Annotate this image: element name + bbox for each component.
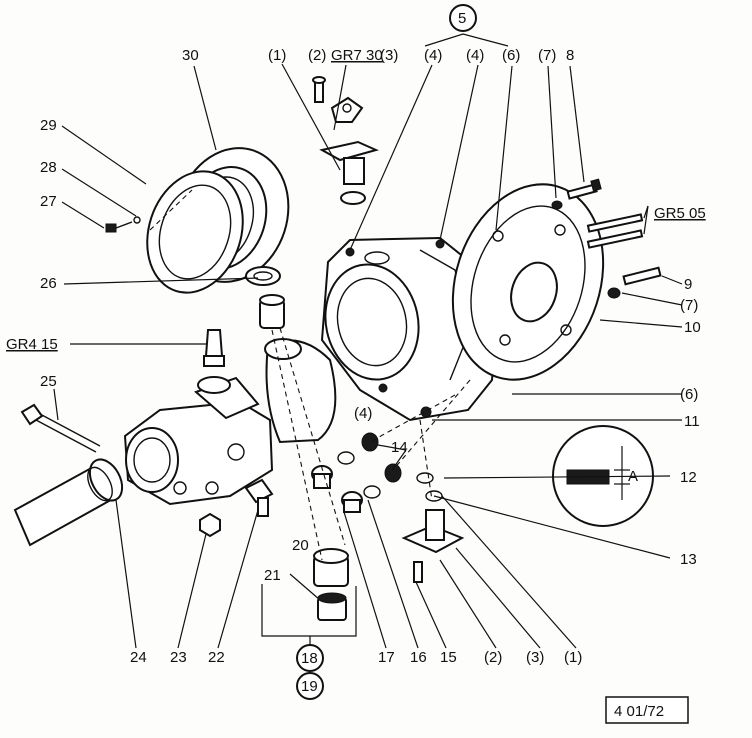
- label-26: 26: [40, 275, 57, 292]
- label-30: 30: [182, 47, 199, 64]
- circle-marker-5: [449, 4, 477, 32]
- label-28: 28: [40, 159, 57, 176]
- label-27: 27: [40, 193, 57, 210]
- fitting-bottom: [401, 472, 465, 583]
- bracket-top: [312, 76, 379, 205]
- label-9: 9: [684, 276, 692, 293]
- label-12: 12: [680, 469, 697, 486]
- label-11: 11: [684, 413, 700, 430]
- label-13: 13: [680, 551, 697, 568]
- label-4c: (4): [354, 405, 372, 422]
- bolts-right: [551, 178, 662, 299]
- label-dim-a: A: [628, 468, 638, 485]
- label-20: 20: [292, 537, 309, 554]
- label-16: 16: [410, 649, 427, 666]
- flange-ring-29: [146, 170, 244, 294]
- label-5: 5: [458, 10, 466, 27]
- label-7-mid: (7): [680, 297, 698, 314]
- label-8: 8: [566, 47, 574, 64]
- label-gr415: GR4 15: [6, 336, 58, 353]
- fitting-gr415: [203, 329, 225, 367]
- label-4a: (4): [424, 47, 442, 64]
- label-gr505: GR5 05: [654, 205, 706, 222]
- ref-code: 4 01/72: [614, 703, 664, 720]
- label-6-mid: (6): [680, 386, 698, 403]
- bracket-5: [424, 33, 509, 47]
- label-3-bottom: (3): [526, 649, 544, 666]
- label-25: 25: [40, 373, 57, 390]
- label-22: 22: [208, 649, 225, 666]
- label-29: 29: [40, 117, 57, 134]
- leader-lines: [53, 63, 683, 649]
- label-14: 14: [391, 439, 408, 456]
- label-4b: (4): [466, 47, 484, 64]
- label-2-bottom: (2): [484, 649, 502, 666]
- label-1-bottom: (1): [564, 649, 582, 666]
- circle-marker-19: [296, 672, 324, 700]
- circle-marker-18: [296, 644, 324, 672]
- dashed-assembly-lines: [149, 189, 471, 561]
- label-3-top: (3): [380, 47, 398, 64]
- o-ring-26: [245, 266, 281, 286]
- plug-22: [244, 478, 274, 517]
- label-15: 15: [440, 649, 457, 666]
- label-6-top: (6): [502, 47, 520, 64]
- bolt-27: [105, 216, 141, 233]
- label-24: 24: [130, 649, 147, 666]
- label-gr730: GR7 30: [331, 47, 383, 64]
- cover-plate-10: [451, 183, 605, 381]
- bush-21: [317, 592, 347, 621]
- label-19: 19: [301, 678, 318, 695]
- label-7-top: (7): [538, 47, 556, 64]
- label-1-top: (1): [268, 47, 286, 64]
- label-18: 18: [301, 650, 318, 667]
- nut-23: [199, 512, 221, 538]
- bushing-top: [259, 294, 285, 329]
- label-17: 17: [378, 649, 395, 666]
- label-23: 23: [170, 649, 187, 666]
- label-2-top: (2): [308, 47, 326, 64]
- pipe-24: [13, 458, 124, 547]
- label-21: 21: [264, 567, 281, 584]
- cap-20: [313, 548, 349, 587]
- bolt-25: [20, 403, 101, 453]
- plugs-15-17: [311, 432, 402, 513]
- ref-code-box: [605, 696, 689, 724]
- label-10: 10: [684, 319, 701, 336]
- elbow-housing: [123, 338, 337, 506]
